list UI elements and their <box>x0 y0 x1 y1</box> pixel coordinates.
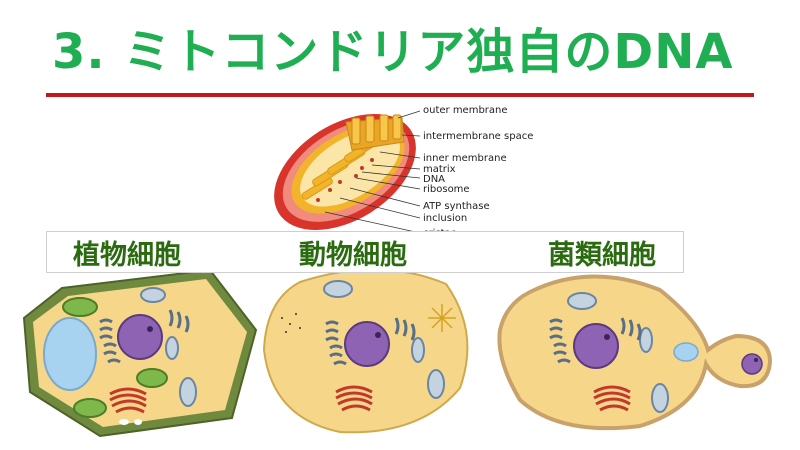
animal-cell <box>262 268 469 434</box>
label-ribosome: ribosome <box>423 184 470 195</box>
plant-golgi <box>109 387 147 414</box>
fungal-mitochondrion <box>567 292 597 310</box>
plant-chloroplast <box>62 297 98 317</box>
plant-mitochondrion <box>140 287 166 303</box>
plant-mitochondrion <box>179 377 197 407</box>
mito-ribosomes <box>316 158 374 202</box>
label-intermembrane-space: intermembrane space <box>423 131 534 142</box>
cell-label-bar <box>46 231 684 273</box>
fungal-mitochondrion <box>639 327 653 353</box>
label-inner-membrane: inner membrane <box>423 153 507 164</box>
label-outer-membrane: outer membrane <box>423 105 508 116</box>
fungal-er <box>549 317 642 364</box>
plant-mitochondrion <box>165 336 179 360</box>
animal-er <box>325 317 416 366</box>
plant-nucleolus <box>147 326 153 332</box>
title-underline <box>46 93 754 97</box>
bud-nucleus <box>741 353 763 375</box>
label-inclusion: inclusion <box>423 213 468 224</box>
fungal-nucleus <box>573 323 619 369</box>
plant-nucleus <box>117 314 163 360</box>
label-atp-synthase: ATP synthase <box>423 201 490 212</box>
animal-nucleolus <box>375 332 381 338</box>
plant-vacuole <box>43 317 97 391</box>
animal-nucleus <box>344 321 390 367</box>
fungal-cell-label: 菌類細胞 <box>548 240 656 271</box>
animal-cell-label: 動物細胞 <box>299 240 407 271</box>
fungal-cell <box>497 274 773 431</box>
label-dna: DNA <box>423 174 446 185</box>
fungal-golgi <box>593 385 631 412</box>
animal-mitochondrion <box>323 280 353 298</box>
plant-chloroplast <box>73 398 107 418</box>
fungal-vacuole <box>673 342 699 362</box>
animal-mitochondrion <box>411 337 425 363</box>
plant-er <box>99 309 190 364</box>
plant-cell-label: 植物細胞 <box>73 240 181 271</box>
plant-vesicles <box>119 419 142 425</box>
fungal-mitochondrion <box>651 383 669 413</box>
mito-cutaway-folds <box>351 114 402 145</box>
plant-chloroplast <box>136 368 168 388</box>
bud-nucleolus <box>754 358 758 362</box>
fungal-nucleolus <box>604 334 610 340</box>
fungal-wall <box>497 274 773 431</box>
page-title: 3. ミトコンドリア独自のDNA <box>52 24 734 80</box>
animal-mitochondrion <box>427 369 445 399</box>
mito-leader-lines <box>324 110 421 234</box>
mito-cristae <box>301 128 391 200</box>
animal-golgi <box>335 385 373 412</box>
animal-centrosome <box>428 304 456 332</box>
animal-ribosomes <box>281 313 301 333</box>
label-matrix: matrix <box>423 164 456 175</box>
plant-cell <box>22 268 258 438</box>
